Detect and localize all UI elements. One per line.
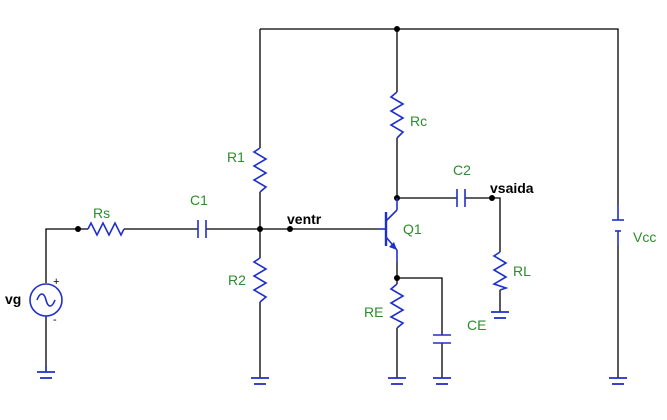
resistor-rl [492, 251, 509, 291]
ground-icon [609, 377, 627, 385]
resistor-rs [87, 221, 125, 237]
wires [45, 28, 619, 378]
junction-dot [394, 26, 400, 32]
resistor-re [389, 283, 405, 329]
transistor-q1 [378, 198, 398, 262]
ground-icon [433, 377, 451, 385]
resistor-r2 [252, 257, 268, 303]
label-re: RE [364, 304, 383, 320]
label-c2: C2 [453, 162, 471, 178]
label-rl: RL [513, 263, 531, 279]
ground-icon [491, 311, 509, 319]
ac-source-vg [29, 283, 63, 317]
net-label-vsaida: vsaida [490, 180, 534, 196]
battery-vcc [612, 205, 624, 245]
label-vcc: Vcc [633, 229, 656, 245]
emitter-arrow-icon [389, 242, 397, 250]
junction-dot [287, 226, 293, 232]
ground-icon [37, 366, 55, 379]
junction-dot [394, 275, 400, 281]
junction-dot [489, 195, 495, 201]
resistor-rc [389, 91, 405, 139]
ground-icon [388, 377, 406, 385]
junction-dot [257, 226, 263, 232]
junction-dot [75, 226, 81, 232]
ground-icon [251, 377, 269, 385]
polarity-minus: - [53, 314, 57, 326]
net-label-ventr: ventr [287, 211, 322, 227]
label-c1: C1 [190, 192, 208, 208]
ground-symbols [37, 311, 627, 385]
label-vg: vg [5, 291, 21, 307]
label-rc: Rc [410, 113, 427, 129]
resistor-r1 [252, 147, 268, 193]
label-q1: Q1 [403, 221, 422, 237]
label-r2: R2 [228, 272, 246, 288]
polarity-plus: + [53, 276, 59, 288]
junctions [75, 26, 495, 281]
label-r1: R1 [227, 149, 245, 165]
label-ce: CE [467, 317, 486, 333]
label-rs: Rs [93, 205, 110, 221]
capacitor-c2 [456, 189, 466, 207]
capacitor-ce [433, 334, 451, 344]
capacitor-c1 [197, 220, 207, 238]
